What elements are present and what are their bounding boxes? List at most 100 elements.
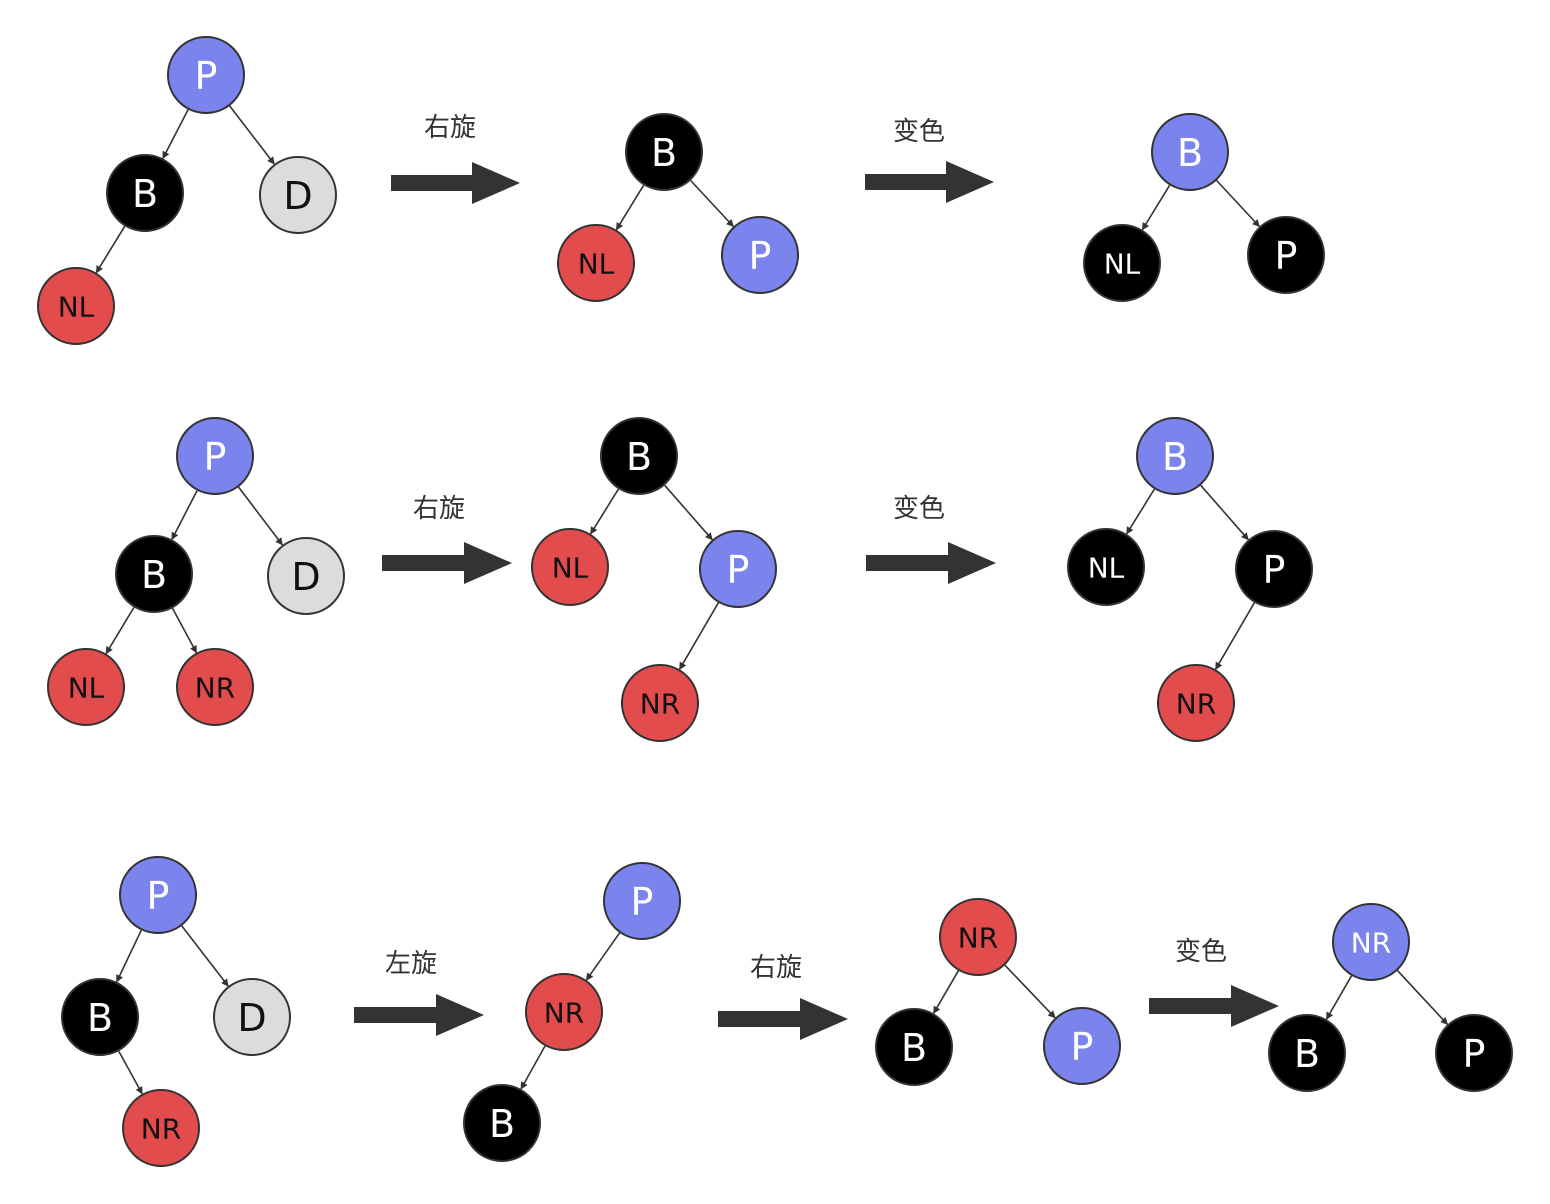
node-circle-black: [463, 1084, 541, 1162]
node-label: D: [291, 555, 320, 599]
node-circle-black: [600, 417, 678, 495]
node-label: P: [147, 874, 170, 918]
edge-b-to-nl: [1125, 488, 1156, 535]
tree-node-p: P: [1235, 530, 1313, 608]
operation-label: 右旋: [750, 953, 802, 983]
tree-node-nl: NL: [557, 224, 635, 302]
node-circle-black: [1435, 1014, 1513, 1092]
edge-p-to-d: [181, 925, 229, 987]
edge-p-to-b: [115, 929, 143, 983]
tree-node-b: B: [1151, 113, 1229, 191]
operation-label: 右旋: [413, 494, 465, 524]
node-label: D: [237, 996, 266, 1040]
node-label: NL: [1088, 552, 1125, 585]
node-circle-black: [1083, 224, 1161, 302]
node-label: B: [1294, 1032, 1320, 1076]
edge-nr-to-b: [1325, 975, 1353, 1020]
edge-b-to-nl: [95, 225, 126, 274]
edge-p-to-b: [171, 490, 198, 541]
transform-arrow: [718, 998, 848, 1040]
node-circle-red: [557, 224, 635, 302]
edge-b-to-nr: [171, 607, 198, 654]
tree-node-nr: NR: [939, 898, 1017, 976]
tree-node-nl: NL: [37, 267, 115, 345]
tree-node-nr: NR: [1332, 903, 1410, 981]
node-label: B: [651, 131, 677, 175]
node-label: B: [87, 996, 113, 1040]
tree-node-d: D: [213, 978, 291, 1056]
node-label: NR: [141, 1113, 181, 1146]
node-circle-black: [625, 113, 703, 191]
transform-arrow: [1149, 985, 1279, 1027]
node-label: B: [626, 435, 652, 479]
tree-node-b: B: [463, 1084, 541, 1162]
edge-b-to-p: [690, 179, 734, 228]
tree-node-b: B: [875, 1008, 953, 1086]
node-circle-blue: [176, 417, 254, 495]
node-label: P: [204, 435, 227, 479]
node-label: NR: [640, 688, 680, 721]
edge-nr-to-p: [1004, 964, 1056, 1019]
node-label: B: [1177, 131, 1203, 175]
tree-node-nr: NR: [621, 664, 699, 742]
tree-node-p: P: [1247, 216, 1325, 294]
operation-label: 右旋: [424, 113, 476, 143]
edge-b-to-nl: [615, 184, 645, 231]
operation-label: 变色: [893, 494, 945, 524]
node-label: P: [195, 54, 218, 98]
tree-node-b: B: [600, 417, 678, 495]
node-circle-black: [1067, 528, 1145, 606]
tree-node-b: B: [1268, 1014, 1346, 1092]
node-label: NR: [1176, 688, 1216, 721]
transform-arrow: [866, 542, 996, 584]
edge-b-to-p: [664, 484, 713, 541]
node-label: NL: [578, 248, 615, 281]
edge-b-to-nl: [105, 606, 135, 655]
node-circle-blue: [1136, 417, 1214, 495]
tree-node-p: P: [176, 417, 254, 495]
node-circle-black: [1247, 216, 1325, 294]
transform-arrow: [865, 161, 994, 203]
tree-node-d: D: [259, 156, 337, 234]
edge-b-to-p: [1200, 484, 1249, 541]
node-circle-red: [531, 528, 609, 606]
tree-node-b: B: [1136, 417, 1214, 495]
tree-node-p: P: [721, 216, 799, 294]
node-label: B: [901, 1026, 927, 1070]
node-circle-black: [1235, 530, 1313, 608]
tree-node-b: B: [625, 113, 703, 191]
node-label: NL: [58, 291, 95, 324]
tree-node-nl: NL: [47, 648, 125, 726]
node-circle-gray: [213, 978, 291, 1056]
transform-arrow: [382, 542, 512, 584]
node-label: D: [283, 174, 312, 218]
tree-node-b: B: [61, 978, 139, 1056]
node-circle-black: [875, 1008, 953, 1086]
node-circle-blue: [119, 856, 197, 934]
node-label: P: [631, 880, 654, 924]
edge-p-to-nr: [585, 932, 621, 981]
edge-b-to-nl: [1141, 184, 1171, 231]
operation-label: 变色: [1175, 937, 1227, 967]
operation-label: 左旋: [385, 949, 437, 979]
tree-node-nl: NL: [531, 528, 609, 606]
edge-b-to-nl: [589, 488, 620, 535]
transform-arrow: [354, 994, 484, 1036]
tree-node-p: P: [603, 862, 681, 940]
node-label: B: [132, 172, 158, 216]
node-label: P: [1275, 234, 1298, 278]
node-circle-red: [122, 1089, 200, 1167]
node-circle-black: [61, 978, 139, 1056]
tree-node-nl: NL: [1067, 528, 1145, 606]
node-label: NR: [195, 672, 235, 705]
tree-node-p: P: [699, 530, 777, 608]
tree-node-b: B: [115, 535, 193, 613]
node-label: P: [1463, 1032, 1486, 1076]
node-circle-black: [115, 535, 193, 613]
tree-node-p: P: [1043, 1007, 1121, 1085]
node-label: P: [749, 234, 772, 278]
edge-nr-to-b: [520, 1045, 546, 1090]
edge-b-to-nr: [118, 1050, 143, 1095]
tree-node-nr: NR: [176, 648, 254, 726]
